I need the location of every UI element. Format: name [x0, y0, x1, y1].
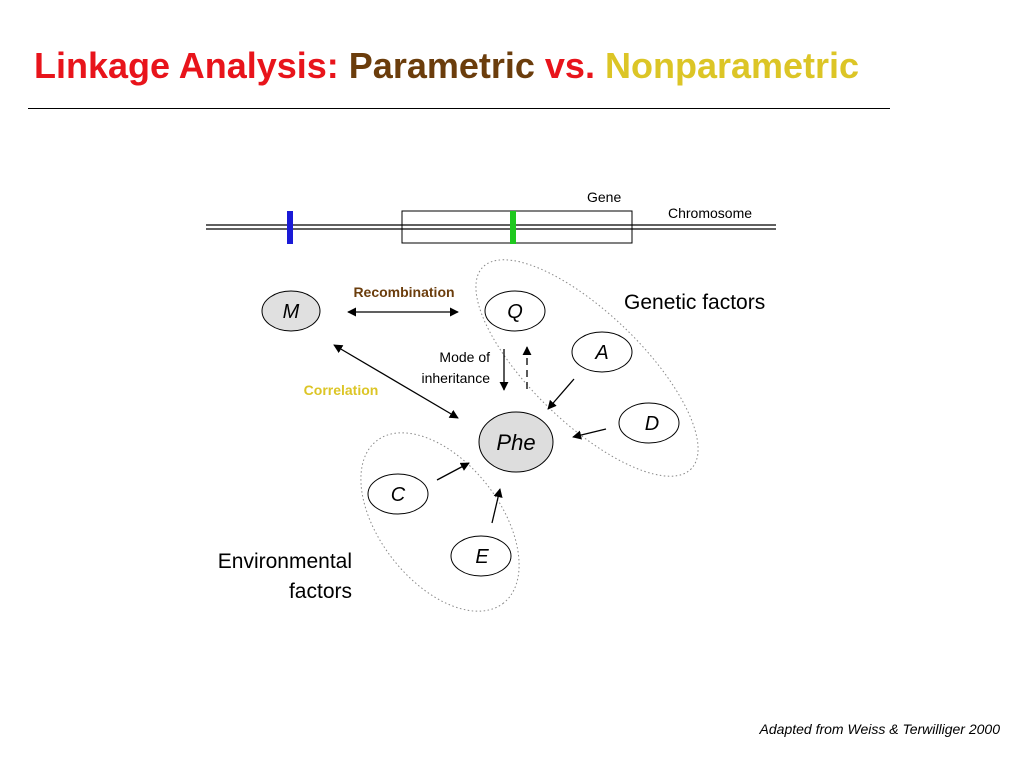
- A-to-Phe-arrow: [547, 378, 575, 410]
- gene-label: Gene: [587, 189, 621, 205]
- mode-of-inheritance-line1: Mode of: [439, 349, 490, 365]
- title-part-vs: vs.: [534, 45, 605, 86]
- node-Phe-label: Phe: [496, 430, 535, 455]
- node-C-label: C: [391, 484, 406, 506]
- node-D-label: D: [645, 413, 659, 435]
- node-M: [261, 290, 321, 332]
- chromosome-label: Chromosome: [668, 205, 752, 221]
- C-to-Phe-arrow: [436, 462, 470, 481]
- environmental-factors-line2: factors: [289, 580, 352, 603]
- node-C: [367, 473, 429, 515]
- node-E: [450, 535, 512, 577]
- gene-box: [401, 210, 633, 244]
- source-credit: Adapted from Weiss & Terwilliger 2000: [759, 721, 1000, 737]
- D-to-Phe-arrow: [572, 428, 607, 440]
- genetic-factors-label: Genetic factors: [624, 291, 765, 314]
- node-A-label: A: [594, 342, 608, 364]
- node-A: [571, 331, 633, 373]
- node-Phe: [478, 411, 554, 473]
- node-Q-label: Q: [507, 301, 523, 323]
- slide-title: Linkage Analysis: Parametric vs. Nonpara…: [34, 42, 859, 90]
- title-underline: [28, 108, 890, 109]
- title-part-linkage: Linkage Analysis:: [34, 45, 349, 86]
- node-M-label: M: [283, 301, 300, 323]
- title-part-nonparametric: Nonparametric: [604, 45, 860, 86]
- E-to-Phe-arrow: [491, 488, 503, 524]
- mode-of-inheritance-line2: inheritance: [422, 370, 491, 386]
- correlation-label: Correlation: [304, 382, 379, 398]
- node-Q: [484, 290, 546, 332]
- node-E-label: E: [475, 546, 489, 568]
- recombination-label: Recombination: [353, 284, 454, 300]
- correlation-arrow: [333, 344, 459, 419]
- node-D: [618, 402, 680, 444]
- title-part-parametric: Parametric: [348, 45, 535, 86]
- environmental-factors-ellipse: [360, 432, 520, 612]
- environmental-factors-line1: Environmental: [218, 550, 352, 573]
